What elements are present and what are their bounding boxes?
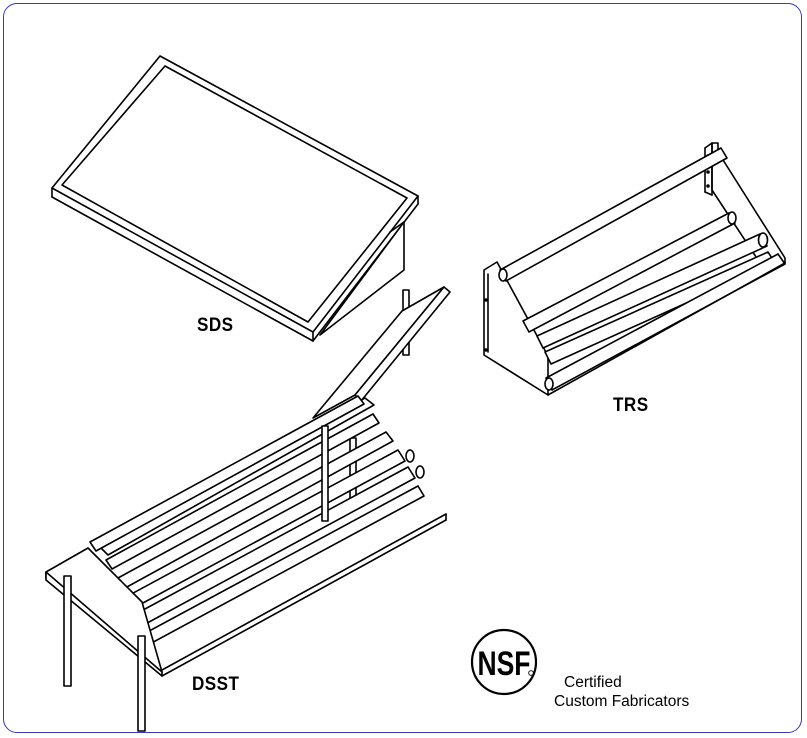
sds-shelf-illustration	[51, 55, 419, 342]
svg-text:NSF: NSF	[477, 645, 530, 683]
trs-label: TRS	[613, 395, 649, 416]
dsst-rack-illustration	[45, 286, 451, 732]
page-frame	[3, 3, 802, 733]
nsf-logo: NSF	[470, 628, 538, 696]
nsf-line-fabricators: Custom Fabricators	[554, 693, 690, 710]
sds-label: SDS	[197, 315, 234, 336]
trs-rack-illustration	[483, 142, 786, 396]
nsf-certified-text: Certified Custom Fabricators	[554, 673, 689, 711]
dsst-label: DSST	[192, 674, 240, 695]
nsf-line-certified: Certified	[564, 674, 622, 691]
